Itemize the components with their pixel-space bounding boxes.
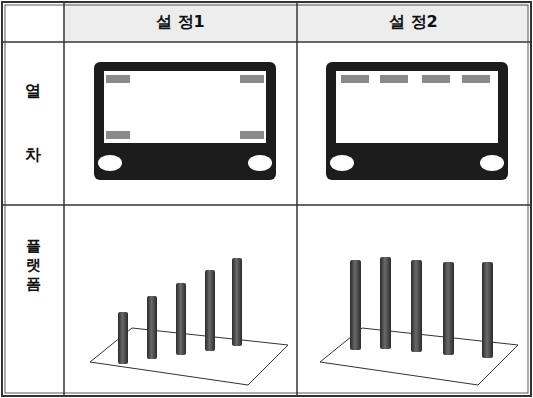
header-ground [65, 3, 296, 41]
platform [90, 258, 288, 385]
column-header: 설 정1 [156, 12, 205, 33]
train-front [326, 62, 508, 180]
header-ground [298, 3, 529, 41]
column-header: 설 정2 [389, 12, 438, 33]
train-front [94, 62, 276, 180]
row-header: 열 차 [25, 59, 41, 187]
row-header: 플랫폼 [26, 237, 41, 293]
platform [320, 257, 518, 385]
